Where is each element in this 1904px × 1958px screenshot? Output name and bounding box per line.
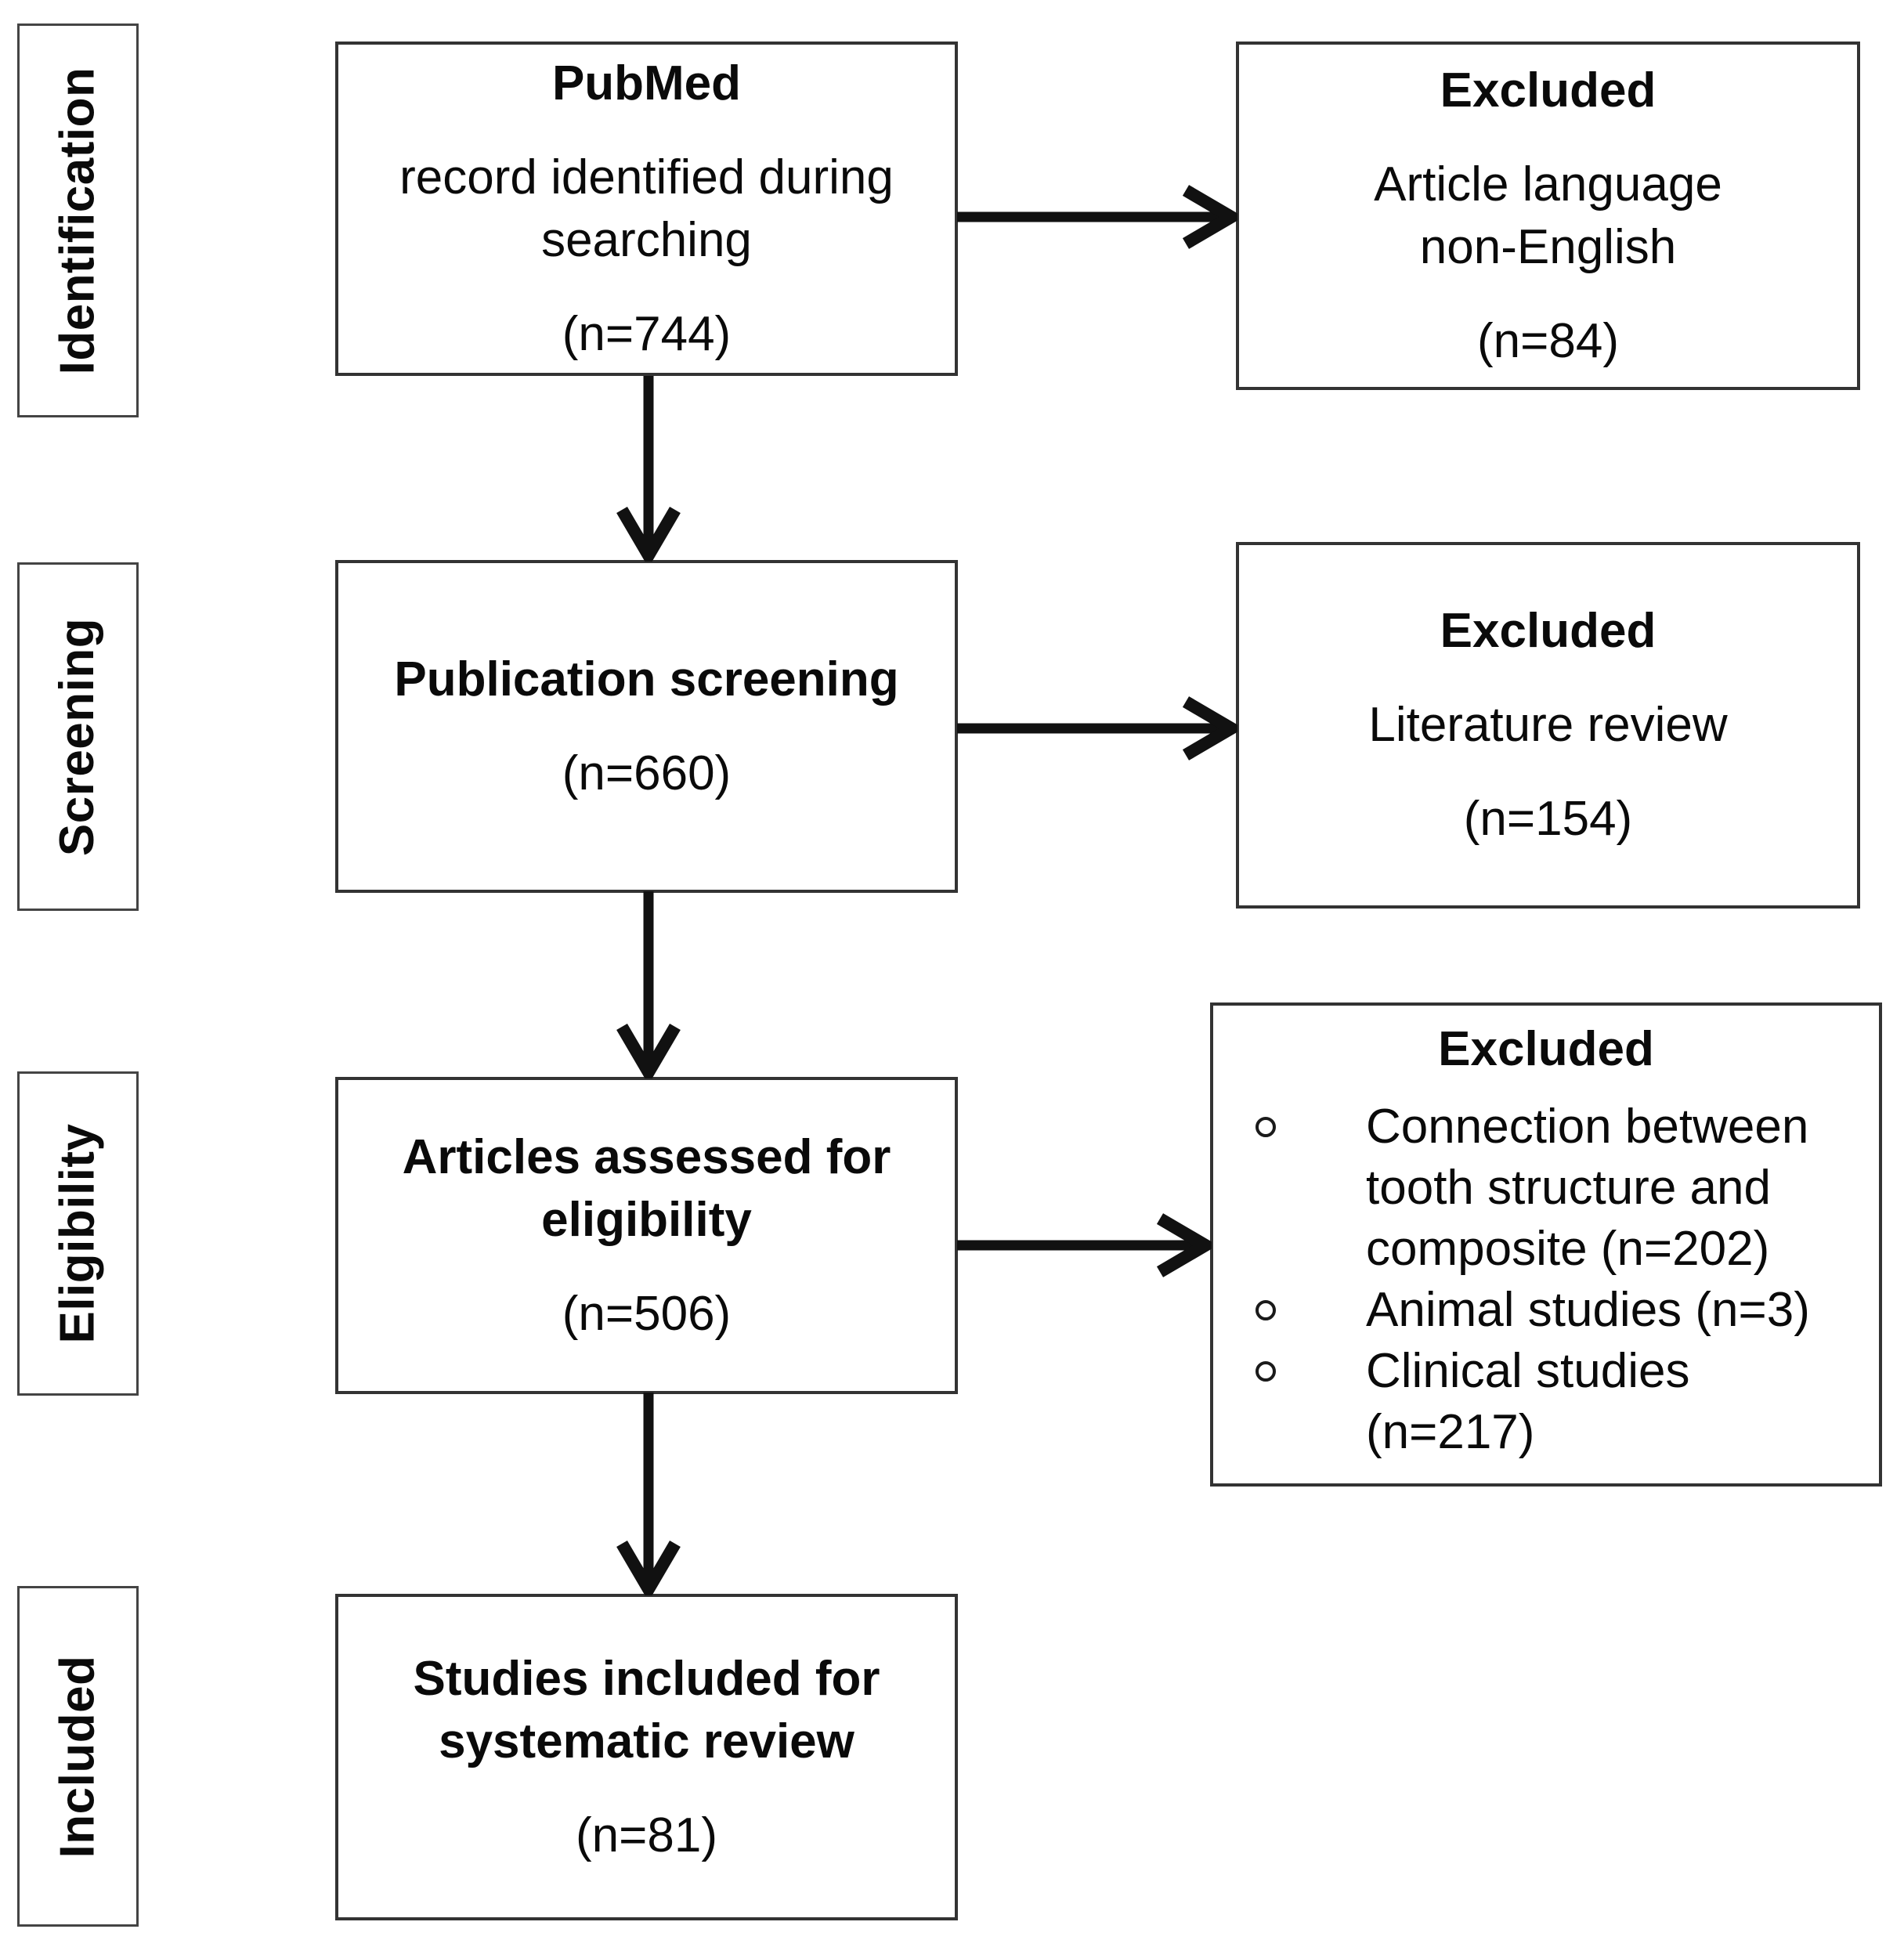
- stage-label-included: Included: [50, 1655, 105, 1858]
- excluded-box-literature-body: Literature review: [1368, 698, 1728, 752]
- stage-label-eligibility: Eligibility: [50, 1123, 105, 1344]
- stage-box-eligibility: Eligibility: [17, 1071, 139, 1396]
- excluded-box-language-body: Article language non-English: [1374, 157, 1722, 274]
- circle-bullet-icon: [1255, 1300, 1276, 1320]
- flow-box-pubmed-body: record identified during searching: [399, 150, 894, 267]
- flow-box-screening: Publication screening (n=660): [335, 560, 958, 893]
- excluded-box-language-title: Excluded: [1440, 63, 1657, 117]
- excluded-box-eligibility: Excluded Connection between tooth struct…: [1210, 1002, 1882, 1487]
- excluded-box-language-count: (n=84): [1477, 313, 1619, 368]
- list-item: Clinical studies (n=217): [1213, 1341, 1836, 1463]
- excluded-box-literature: Excluded Literature review (n=154): [1236, 542, 1860, 909]
- flow-box-eligibility: Articles assessed for eligibility (n=506…: [335, 1077, 958, 1394]
- flow-box-eligibility-count: (n=506): [562, 1286, 732, 1341]
- excluded-box-eligibility-title: Excluded: [1438, 1022, 1654, 1076]
- circle-bullet-icon: [1255, 1361, 1276, 1382]
- stage-box-included: Included: [17, 1586, 139, 1927]
- down-arrow-icon: [594, 376, 703, 568]
- excluded-reason-text: Connection between tooth structure and c…: [1366, 1100, 1809, 1276]
- list-item: Connection between tooth structure and c…: [1213, 1096, 1836, 1280]
- excluded-box-literature-title: Excluded: [1440, 604, 1657, 658]
- stage-box-screening: Screening: [17, 562, 139, 911]
- right-arrow-icon: [957, 681, 1244, 779]
- stage-label-screening: Screening: [50, 617, 105, 856]
- flow-box-eligibility-title: Articles assessed for eligibility: [402, 1129, 891, 1247]
- circle-bullet-icon: [1255, 1117, 1276, 1137]
- excluded-box-literature-count: (n=154): [1463, 792, 1633, 846]
- list-item: Animal studies (n=3): [1213, 1280, 1836, 1341]
- flow-box-included: Studies included for systematic review (…: [335, 1594, 958, 1920]
- flow-box-screening-count: (n=660): [562, 746, 732, 800]
- excluded-reasons-list: Connection between tooth structure and c…: [1213, 1096, 1836, 1463]
- excluded-box-language: Excluded Article language non-English (n…: [1236, 42, 1860, 390]
- down-arrow-icon: [594, 1393, 703, 1602]
- flow-box-pubmed-title: PubMed: [551, 56, 742, 110]
- stage-box-identification: Identification: [17, 23, 139, 417]
- right-arrow-icon: [957, 170, 1244, 268]
- flow-box-pubmed: PubMed record identified during searchin…: [335, 42, 958, 376]
- flow-box-included-title: Studies included for systematic review: [413, 1651, 880, 1768]
- flow-box-pubmed-count: (n=744): [562, 306, 732, 361]
- excluded-reason-text: Animal studies (n=3): [1366, 1283, 1810, 1337]
- excluded-reason-text: Clinical studies (n=217): [1366, 1344, 1690, 1459]
- stage-label-identification: Identification: [50, 67, 105, 374]
- down-arrow-icon: [594, 891, 703, 1085]
- flow-box-screening-title: Publication screening: [394, 652, 899, 706]
- flow-box-included-count: (n=81): [576, 1808, 717, 1862]
- right-arrow-icon: [957, 1198, 1218, 1296]
